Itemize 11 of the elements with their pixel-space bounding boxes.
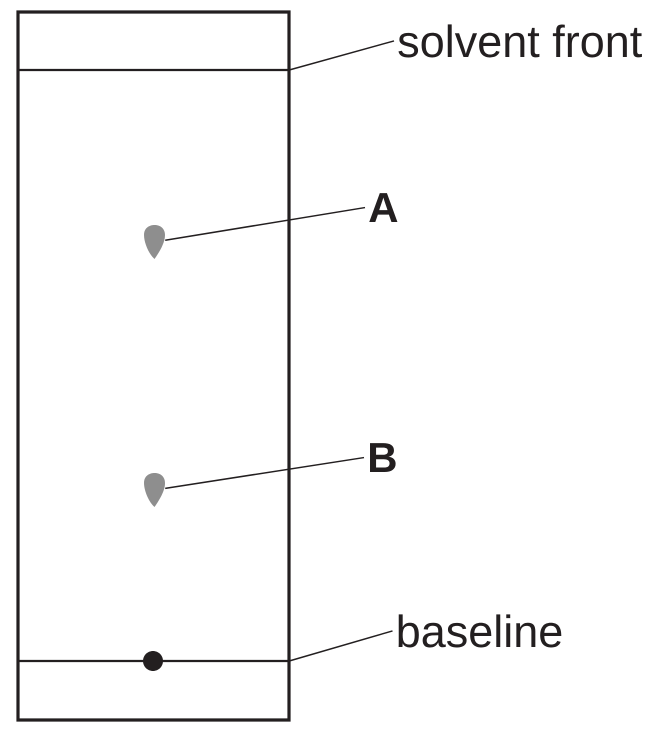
callout-letter: A: [369, 193, 398, 222]
text-label: baseline: [398, 614, 562, 648]
leader-line: [165, 456, 364, 490]
callout-letter: B: [370, 443, 396, 472]
text-label: solvent front: [398, 24, 642, 58]
sample-spot: [144, 225, 165, 259]
leader-line: [165, 206, 366, 241]
sample-spot: [144, 473, 165, 507]
leader-line: [289, 630, 393, 662]
horizontal-line: [18, 68, 289, 72]
leader-line: [289, 40, 394, 71]
